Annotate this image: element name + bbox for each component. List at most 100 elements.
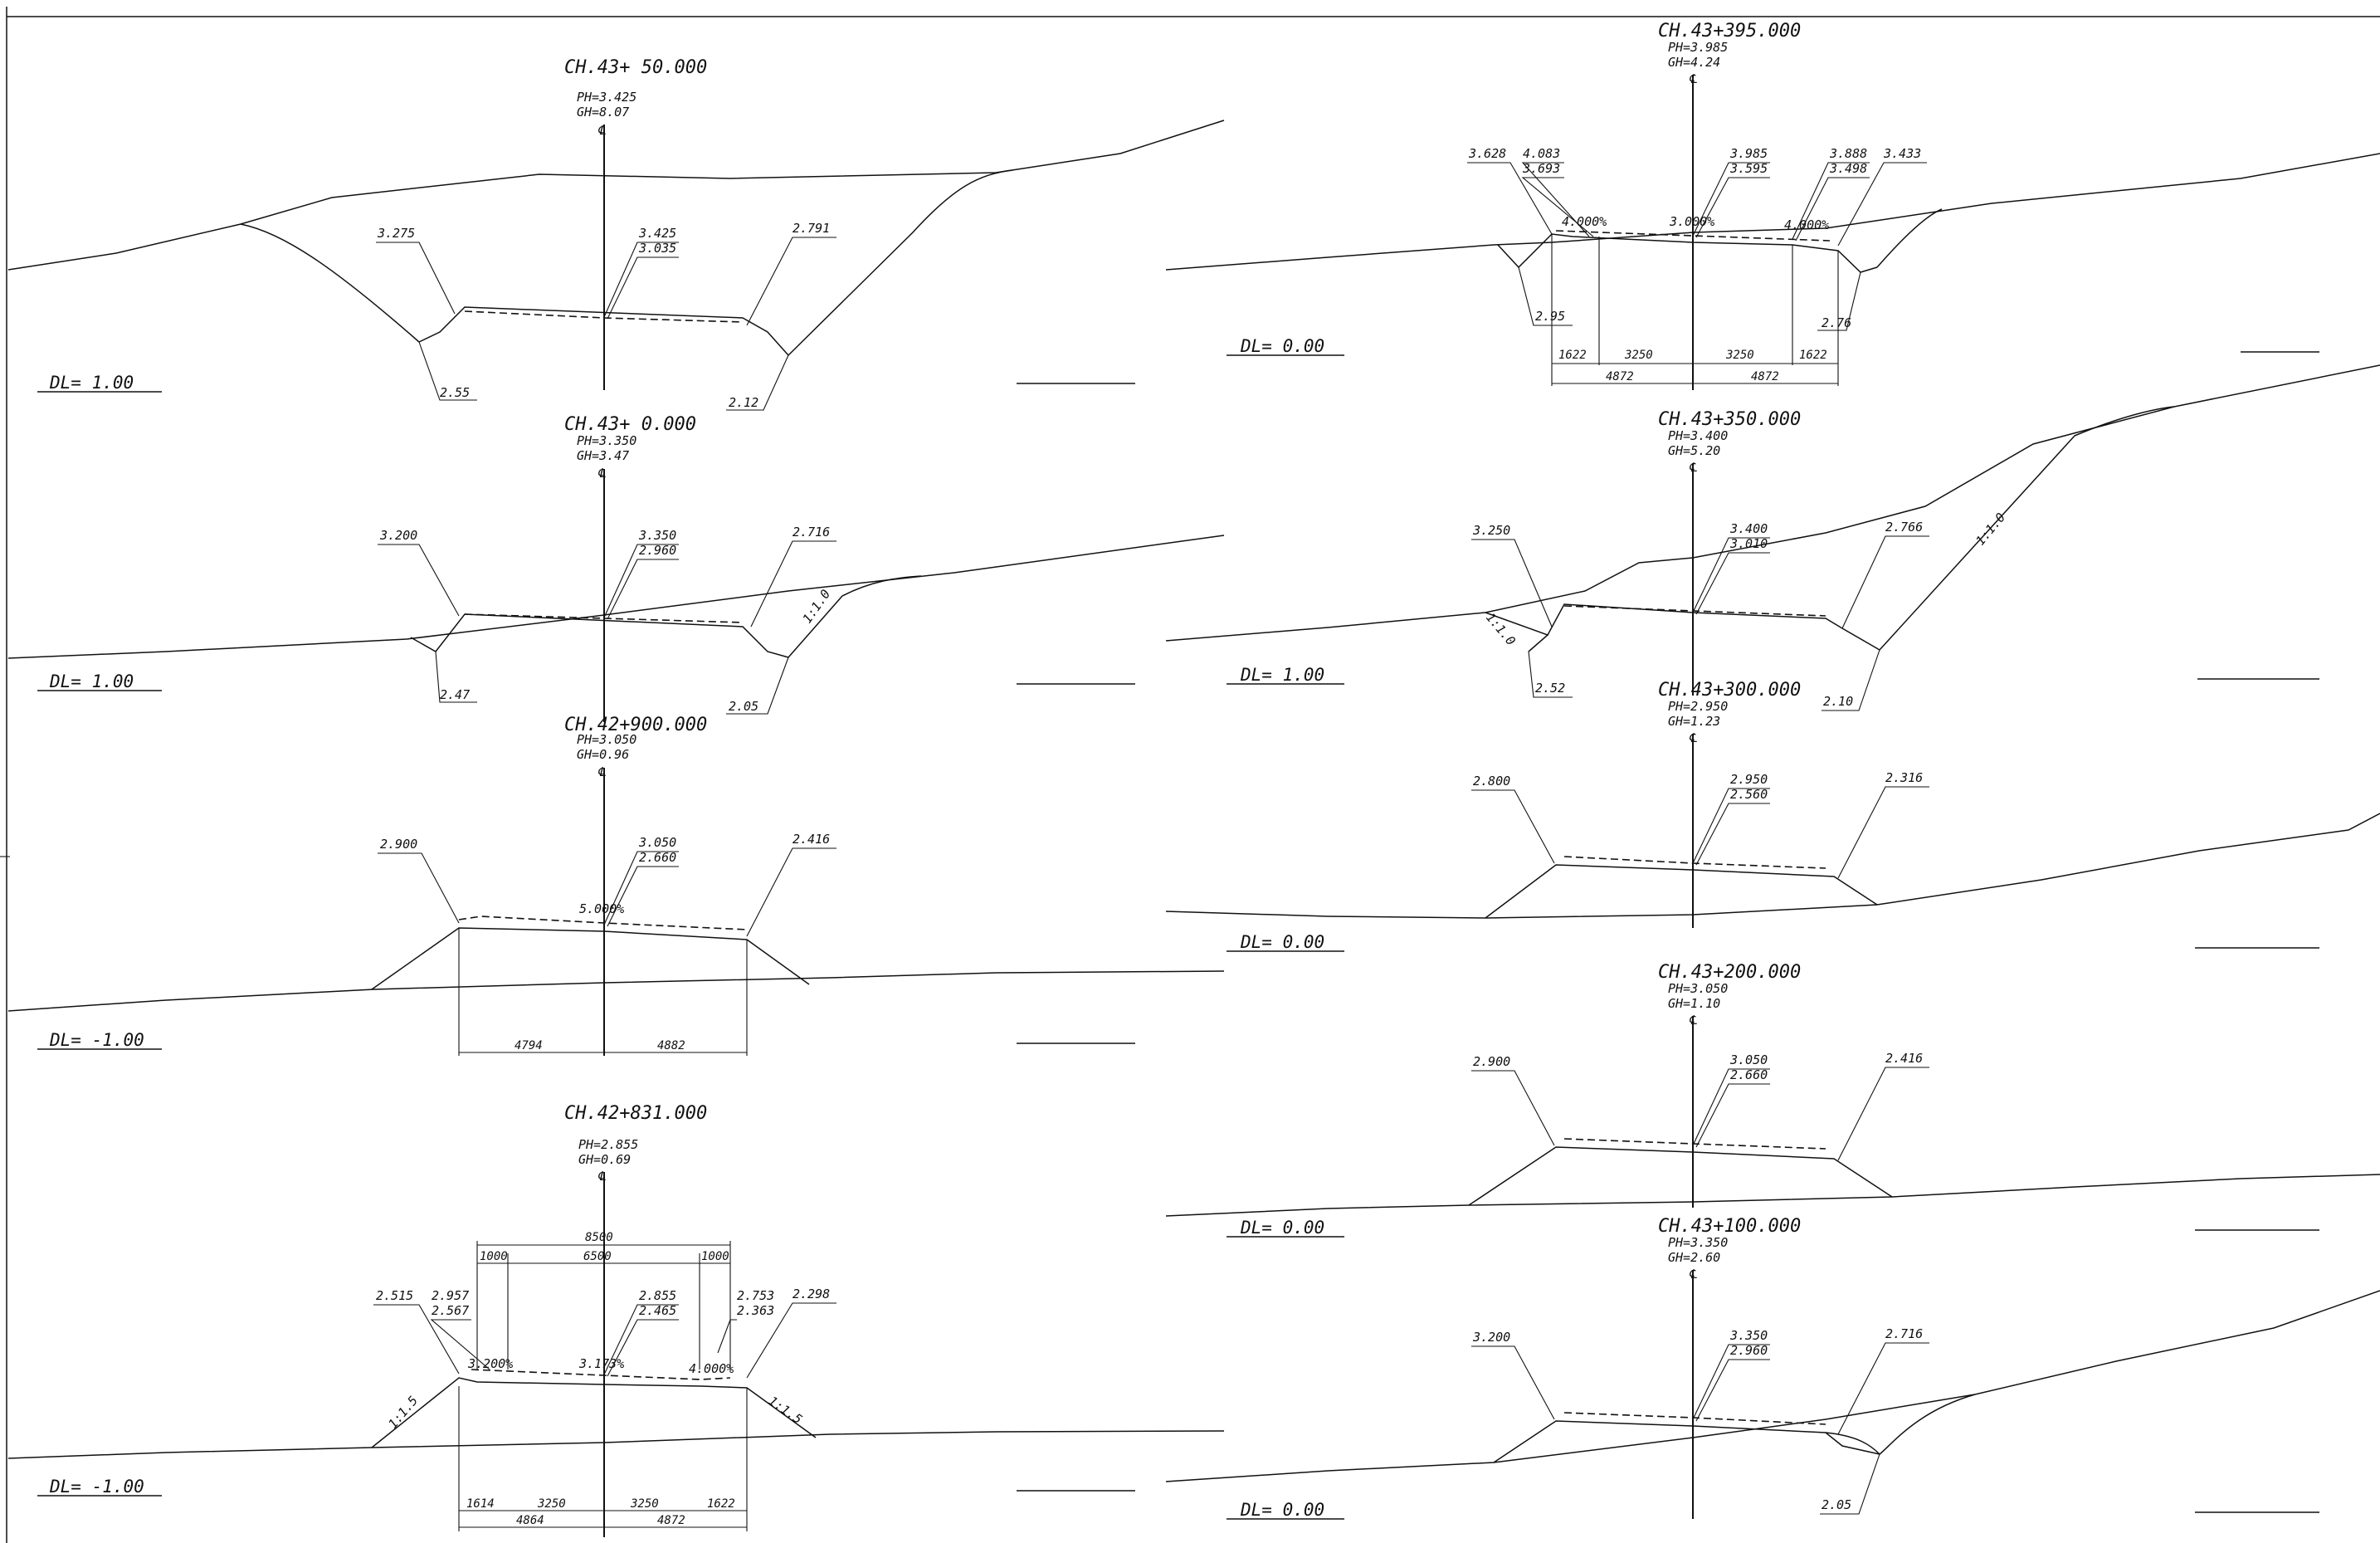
road-subgrade (1493, 1420, 1880, 1463)
centerline-icon: ℄ (597, 764, 606, 779)
cut-slope-left (240, 223, 420, 343)
dimension-value: 3250 (537, 1497, 566, 1511)
section-ch42-831: CH.42+831.000 PH=2.855 GH=0.69 ℄ 8500 10… (7, 1103, 1225, 1537)
road-embankment (1485, 864, 1878, 919)
dimension-value: 8500 (585, 1231, 613, 1244)
section-title: CH.43+395.000 (1658, 21, 1801, 42)
ground-line (1165, 364, 2380, 642)
level-label: 2.791 (793, 221, 830, 236)
level-label: 2.753 (737, 1288, 774, 1303)
ground-line (7, 535, 1225, 659)
road-surface (1563, 1138, 1826, 1150)
section-title: CH.43+100.000 (1658, 1216, 1801, 1237)
level-label: 2.960 (639, 543, 676, 558)
road-subgrade (1497, 233, 1878, 273)
level-label: 2.05 (1822, 1497, 1851, 1512)
level-label: 2.465 (639, 1303, 676, 1318)
level-label: 3.050 (638, 835, 676, 850)
gh-value: GH=8.07 (577, 105, 629, 120)
ground-line (1165, 153, 2380, 271)
section-ch43-050: CH.43+ 50.000 PH=3.425 GH=8.07 ℄ 3.275 3… (7, 57, 1225, 411)
gh-value: GH=0.96 (577, 747, 629, 762)
level-label: 3.010 (1729, 536, 1768, 551)
level-label: 2.950 (1730, 772, 1768, 787)
dimension-value: 6500 (583, 1250, 612, 1263)
dimension-value: 1622 (1558, 349, 1587, 362)
level-label: 2.515 (376, 1288, 413, 1303)
level-label: 3.888 (1829, 146, 1867, 161)
gh-value: GH=4.24 (1668, 55, 1720, 70)
level-label: 2.900 (1473, 1054, 1510, 1069)
ground-line (7, 970, 1225, 1012)
gh-value: GH=1.23 (1668, 714, 1720, 729)
level-label: 2.12 (729, 395, 758, 410)
road-embankment (1468, 1146, 1893, 1206)
dimension-value: 4872 (657, 1514, 685, 1527)
ground-line (1165, 813, 2380, 919)
road-surface (1563, 1412, 1826, 1425)
level-label: 2.316 (1885, 770, 1923, 785)
level-label: 2.716 (1885, 1326, 1923, 1341)
level-label: 2.55 (440, 385, 470, 400)
dimension-value: 4872 (1751, 370, 1779, 383)
gh-value: GH=0.69 (578, 1152, 631, 1167)
road-subgrade (418, 306, 789, 356)
section-title: CH.43+350.000 (1658, 409, 1801, 430)
level-label: 3.350 (638, 528, 676, 543)
level-label: 3.400 (1729, 521, 1768, 536)
gh-value: GH=5.20 (1668, 443, 1720, 458)
slope-ratio: 1:1.5 (766, 1394, 805, 1428)
ground-line (7, 120, 1225, 271)
level-label: 2.855 (639, 1288, 676, 1303)
section-title: CH.43+300.000 (1658, 680, 1801, 701)
gh-value: GH=3.47 (577, 448, 629, 463)
level-label: 2.76 (1822, 315, 1851, 330)
road-surface (464, 310, 744, 323)
road-embankment (371, 927, 810, 990)
section-title: CH.42+900.000 (564, 715, 707, 735)
road-surface (458, 916, 748, 930)
dimension-value: 3250 (630, 1497, 659, 1511)
dimension-value: 1622 (707, 1497, 735, 1511)
cut-slope-right (788, 169, 1013, 356)
level-label: 2.660 (1730, 1067, 1768, 1082)
level-label: 2.957 (432, 1288, 469, 1303)
level-label: 2.416 (1885, 1051, 1923, 1066)
level-label: 2.900 (380, 837, 417, 852)
sheet-frame (0, 7, 2380, 1543)
crossfall-label: 4.000% (689, 1361, 734, 1376)
section-ch42-900: CH.42+900.000 PH=3.050 GH=0.96 ℄ 4794 48… (7, 715, 1225, 1056)
level-label: 2.298 (793, 1287, 830, 1301)
level-label: 3.498 (1829, 161, 1867, 176)
slope-ratio: 1:1.0 (1483, 610, 1519, 648)
level-label: 2.960 (1730, 1343, 1768, 1358)
dimension-value: 4864 (516, 1514, 544, 1527)
level-label: 3.200 (1472, 1330, 1510, 1345)
section-title: CH.43+ 0.000 (564, 414, 696, 435)
crossfall-label: 3.173% (578, 1356, 624, 1371)
section-ch43-350: CH.43+350.000 PH=3.400 GH=5.20 ℄ 3.250 3… (1165, 364, 2380, 711)
datum-level: DL= -1.00 (49, 1477, 144, 1497)
centerline-icon: ℄ (597, 123, 606, 138)
level-label: 4.083 (1523, 146, 1560, 161)
level-label: 2.716 (793, 525, 830, 540)
cut-slope-right (788, 575, 922, 658)
section-ch43-100: CH.43+100.000 PH=3.350 GH=2.60 ℄ 3.200 3… (1165, 1216, 2380, 1520)
dimension-value: 3250 (1624, 349, 1653, 362)
level-label: 3.985 (1729, 146, 1768, 161)
cut-slope-right (1825, 1394, 1976, 1456)
dimension-value: 4882 (657, 1039, 685, 1052)
ph-value: PH=3.425 (577, 90, 636, 105)
datum-level: DL= 1.00 (1240, 665, 1324, 685)
section-title: CH.43+ 50.000 (564, 57, 707, 78)
crossfall-label: 3.200% (467, 1356, 513, 1371)
level-label: 2.47 (440, 687, 470, 702)
section-title: CH.42+831.000 (564, 1103, 707, 1124)
level-label: 2.800 (1473, 774, 1510, 789)
cut-slope-right (1876, 208, 1943, 268)
dimension-value: 4794 (515, 1039, 543, 1052)
datum-level: DL= 0.00 (1240, 932, 1324, 952)
ph-value: PH=3.050 (1668, 981, 1728, 996)
ph-value: PH=3.050 (577, 732, 636, 747)
datum-level: DL= 1.00 (49, 373, 134, 393)
